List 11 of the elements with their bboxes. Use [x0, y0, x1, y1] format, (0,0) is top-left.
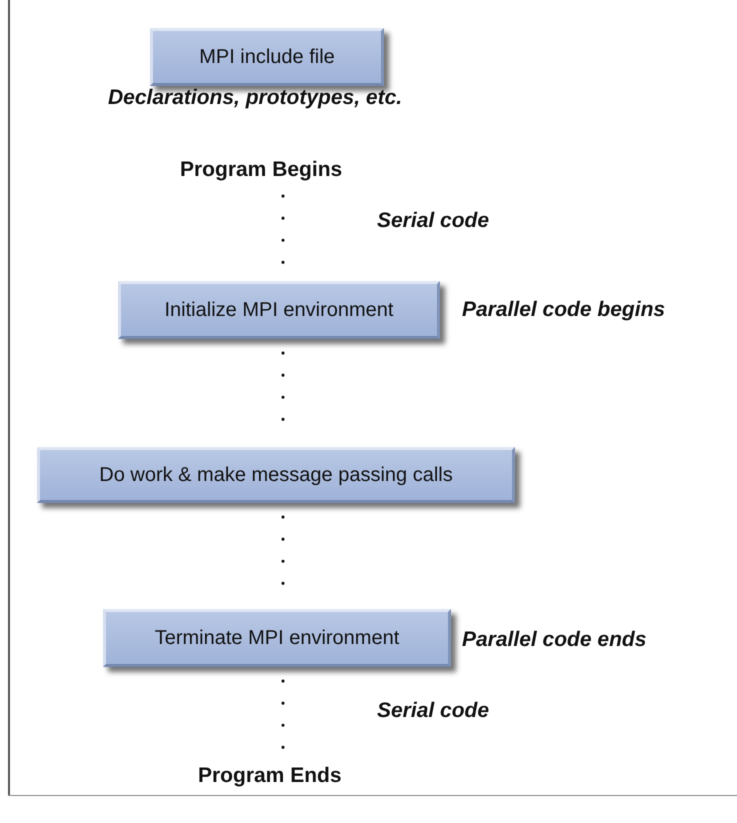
- process-box: MPI include file: [150, 28, 384, 86]
- process-box: Initialize MPI environment: [118, 281, 440, 339]
- annotation-text: Serial code: [377, 209, 490, 233]
- annotation-text: Serial code: [377, 699, 490, 723]
- phase-note: Parallel code begins: [462, 298, 666, 322]
- step-text: Program Begins: [180, 158, 342, 182]
- process-box: Do work & make message passing calls: [37, 447, 515, 503]
- step-text: Program Ends: [198, 764, 342, 788]
- phase-note: Parallel code ends: [462, 628, 646, 652]
- process-box: Terminate MPI environment: [103, 609, 451, 667]
- annotation-text: Declarations, prototypes, etc.: [108, 86, 402, 110]
